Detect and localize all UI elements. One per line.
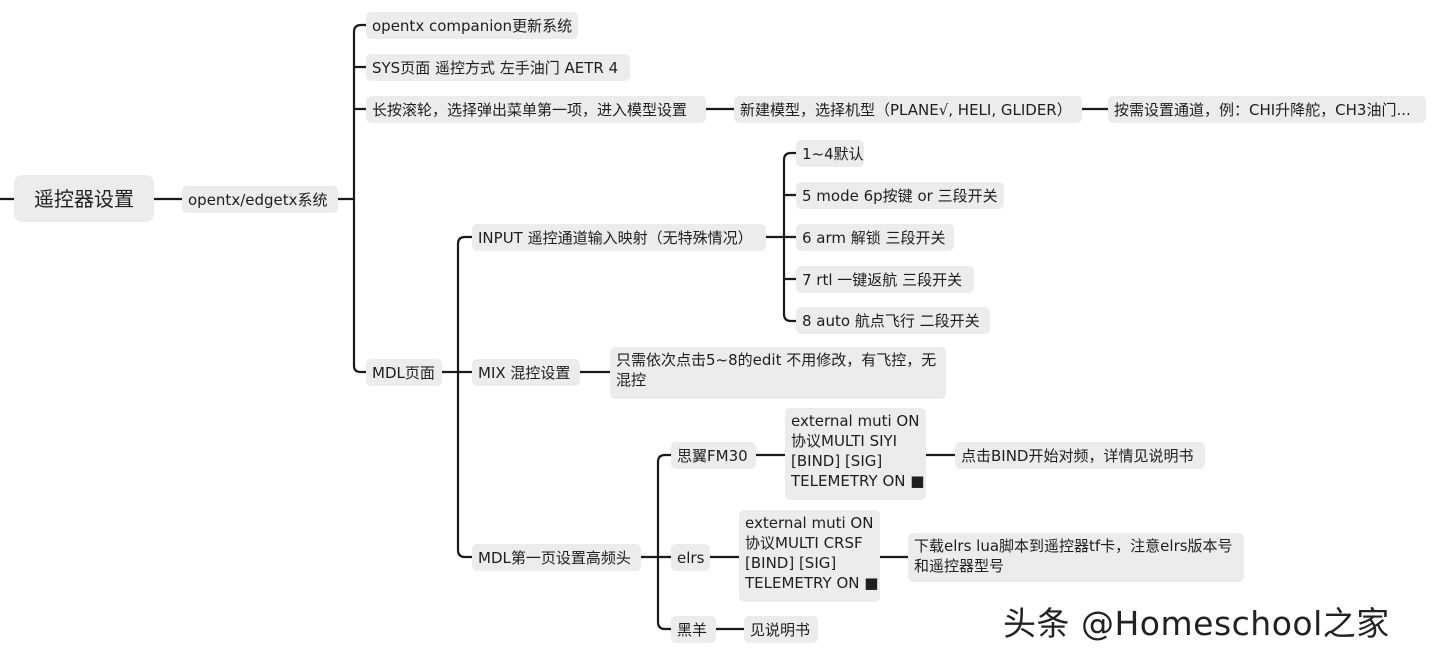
fm30-detail-line-4: TELEMETRY ON ■ <box>791 472 925 490</box>
fm30-detail-line-2: 协议MULTI SIYI <box>791 432 898 450</box>
sys-page-node[interactable]: SYS页面 遥控方式 左手油门 AETR 4 <box>366 54 630 81</box>
long-press-node[interactable]: 长按滚轮，选择弹出菜单第一项，进入模型设置 <box>366 96 706 123</box>
elrs-detail-line-2: 协议MULTI CRSF <box>745 534 863 552</box>
mix-note-line-1: 只需依次点击5~8的edit 不用修改，有飞控，无 <box>616 351 937 369</box>
input-child-4[interactable]: 7 rtl 一键返航 三段开关 <box>796 266 974 293</box>
elrs-action-line-1: 下载elrs lua脚本到遥控器tf卡，注意elrs版本号 <box>914 537 1233 555</box>
fm30-node[interactable]: 思翼FM30 <box>671 442 756 469</box>
elrs-detail-line-1: external muti ON <box>745 514 874 532</box>
elrs-action-node[interactable]: 下载elrs lua脚本到遥控器tf卡，注意elrs版本号 和遥控器型号 <box>908 533 1244 582</box>
fm30-action-node[interactable]: 点击BIND开始对频，详情见说明书 <box>955 442 1205 469</box>
input-child-5[interactable]: 8 auto 航点飞行 二段开关 <box>796 307 990 334</box>
fm30-detail-line-1: external muti ON <box>791 412 920 430</box>
mix-note-line-2: 混控 <box>616 371 647 389</box>
fm30-detail-line-3: [BIND] [SIG] <box>791 452 883 470</box>
rf-node[interactable]: MDL第一页设置高频头 <box>472 544 641 571</box>
mix-node[interactable]: MIX 混控设置 <box>472 359 580 386</box>
elrs-action-line-2: 和遥控器型号 <box>914 557 1005 575</box>
blacksheep-node[interactable]: 黑羊 <box>671 616 716 643</box>
elrs-detail-line-3: [BIND] [SIG] <box>745 554 837 572</box>
root-node[interactable]: 遥控器设置 <box>14 175 154 222</box>
channels-node[interactable]: 按需设置通道，例：CHI升降舵，CH3油门... <box>1108 96 1426 123</box>
input-node[interactable]: INPUT 遥控通道输入映射（无特殊情况） <box>472 224 766 251</box>
companion-node[interactable]: opentx companion更新系统 <box>366 12 578 39</box>
mix-note-node[interactable]: 只需依次点击5~8的edit 不用修改，有飞控，无 混控 <box>610 347 946 399</box>
elrs-node[interactable]: elrs <box>671 544 710 571</box>
elrs-detail-line-4: TELEMETRY ON ■ <box>745 574 879 592</box>
fm30-detail-node[interactable]: external muti ON 协议MULTI SIYI [BIND] [SI… <box>785 408 926 500</box>
input-child-3[interactable]: 6 arm 解锁 三段开关 <box>796 224 954 251</box>
new-model-node[interactable]: 新建模型，选择机型（PLANE√, HELI, GLIDER） <box>734 96 1082 123</box>
elrs-detail-node[interactable]: external muti ON 协议MULTI CRSF [BIND] [SI… <box>739 510 880 602</box>
system-node[interactable]: opentx/edgetx系统 <box>182 186 338 213</box>
mdl-page-node[interactable]: MDL页面 <box>366 359 442 386</box>
blacksheep-action-node[interactable]: 见说明书 <box>744 616 818 643</box>
input-child-1[interactable]: 1~4默认 <box>796 140 864 167</box>
input-child-2[interactable]: 5 mode 6p按键 or 三段开关 <box>796 182 1004 209</box>
watermark: 头条 @Homeschool之家 <box>1003 604 1390 643</box>
